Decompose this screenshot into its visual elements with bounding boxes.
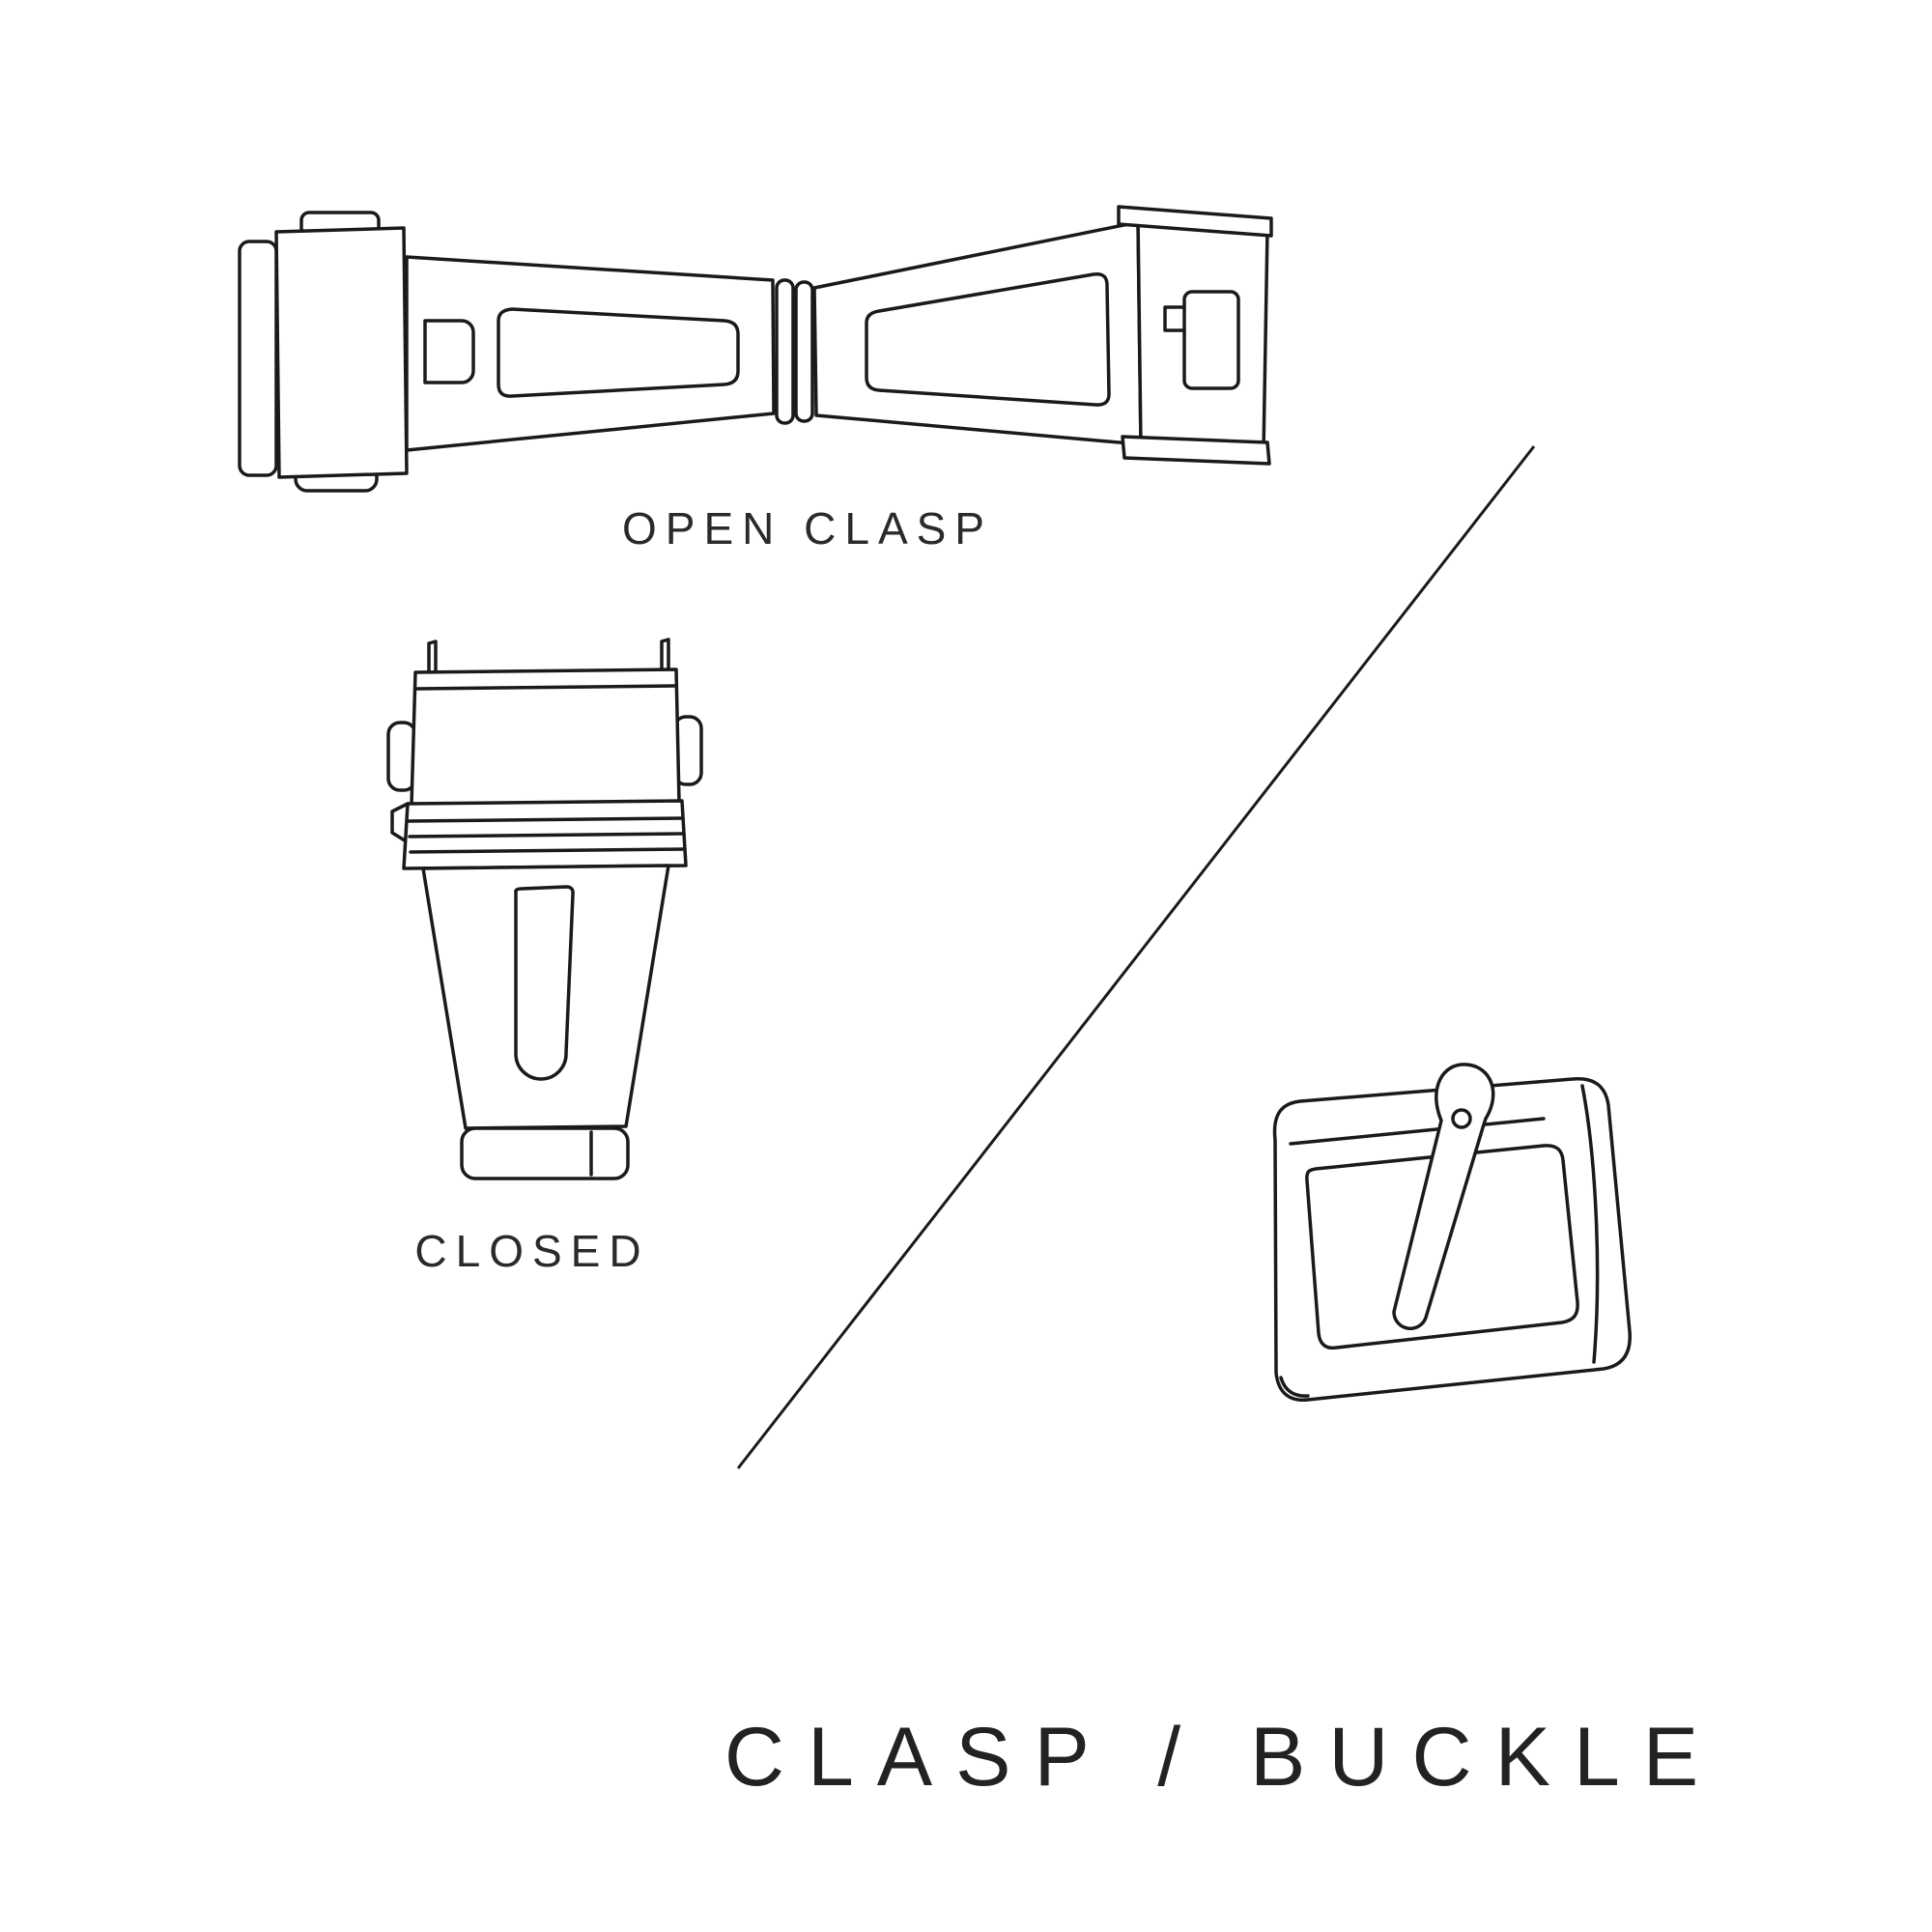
open-clasp-right-arm-inner-line — [865, 271, 1111, 407]
open-clasp-left-arm-notch — [423, 319, 475, 384]
open-clasp-left-block — [274, 226, 409, 479]
buckle-pin-axle — [1289, 1117, 1546, 1146]
closed-clasp-left-pin — [427, 639, 438, 674]
open-clasp-right-block-notch — [1163, 305, 1186, 332]
closed-clasp-bottom-bar — [460, 1126, 630, 1180]
open-clasp-right-block — [1136, 214, 1269, 454]
closed-clasp-band-lines — [407, 816, 687, 854]
buckle-illustration — [1272, 1063, 1632, 1402]
buckle-right-band-line — [1580, 1084, 1600, 1364]
open-clasp-right-bottom-plate — [1121, 435, 1271, 466]
open-clasp-left-bar — [238, 240, 278, 477]
closed-clasp-top-box-line — [415, 684, 677, 691]
diagonal-divider-line — [736, 445, 1536, 1469]
closed-clasp-body-slot — [514, 885, 575, 1081]
open-clasp-label: OPEN CLASP — [622, 503, 993, 554]
closed-clasp-label: CLOSED — [414, 1226, 650, 1276]
open-clasp-hinge-right — [794, 280, 814, 423]
open-clasp-illustration — [238, 205, 1273, 493]
closed-clasp-illustration — [386, 638, 703, 1180]
buckle-outer-frame — [1272, 1077, 1632, 1402]
open-clasp-left-arm-inner-line — [497, 307, 740, 398]
buckle-bottom-left-line — [1279, 1376, 1310, 1398]
open-clasp-left-arm — [405, 255, 776, 452]
closed-clasp-body — [421, 864, 670, 1130]
open-clasp-right-arm — [812, 220, 1143, 446]
buckle-tang-loop — [1451, 1108, 1472, 1129]
buckle-tang — [1392, 1063, 1495, 1331]
open-clasp-right-top-plate — [1117, 205, 1273, 238]
buckle-inner-opening — [1305, 1144, 1579, 1350]
closed-clasp-right-pin — [660, 638, 670, 672]
page-title: CLASP / BUCKLE — [724, 1711, 1722, 1804]
open-clasp-hinge-left — [775, 278, 795, 425]
open-clasp-right-block-cutout — [1182, 290, 1240, 390]
